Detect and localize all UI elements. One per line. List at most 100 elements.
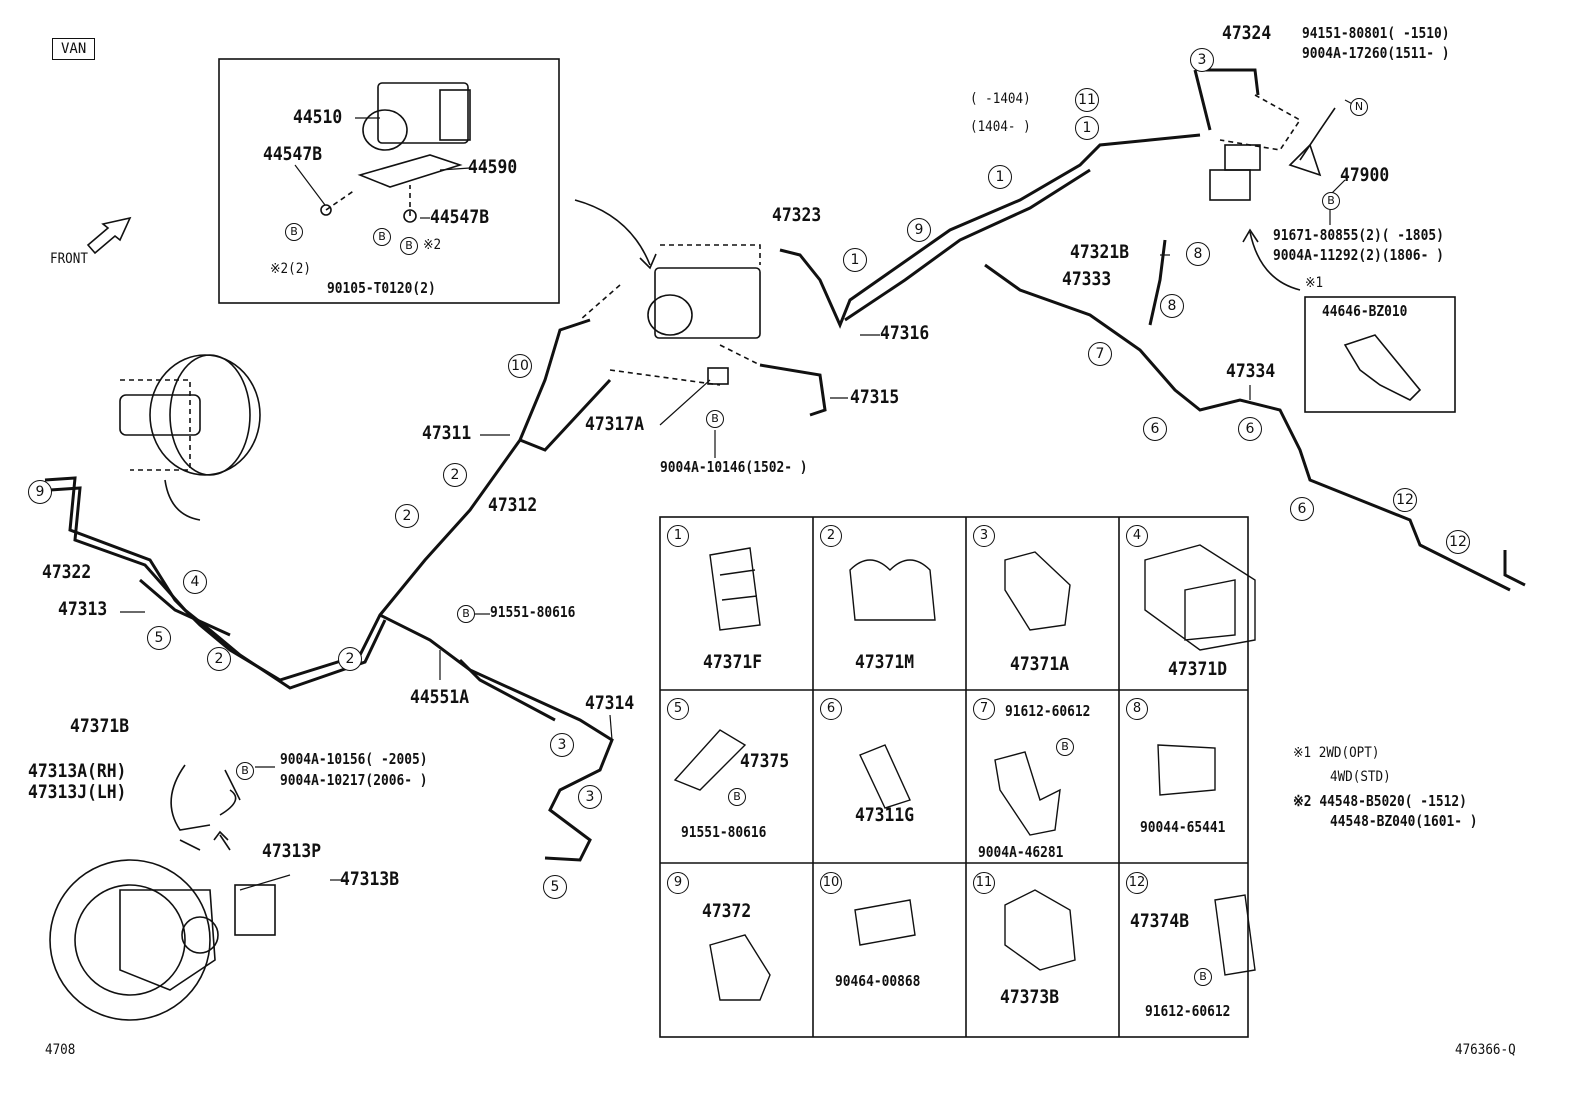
callout-9: 9 [28,480,52,504]
grid-num-11: 11 [973,872,995,894]
grid-num-3: 3 [973,525,995,547]
grid-num-5: 5 [667,698,689,720]
grid-part-91551-80616: 91551-80616 [681,823,767,841]
part-47324: 47324 [1222,22,1272,44]
callout-2: 2 [338,647,362,671]
callout-12: 12 [1393,488,1417,512]
variant-tag: VAN [52,38,96,60]
callout-2: 2 [207,647,231,671]
note-x1: ※1 [1305,275,1324,291]
abs-actuator-main [579,244,761,386]
rear-junction-47900 [1209,94,1336,201]
front-label: FRONT [50,251,88,267]
grid-part-90044-65441: 90044-65441 [1140,818,1226,836]
grid-num-8: 8 [1126,698,1148,720]
part-9004a-17260: 9004A-17260(1511- ) [1302,44,1450,62]
callout-12: 12 [1446,530,1470,554]
callout-4: 4 [183,570,207,594]
grid-part-47373b: 47373B [1000,986,1060,1008]
part-44510: 44510 [293,106,343,128]
callout-8: 8 [1160,294,1184,318]
footer-left-code: 4708 [45,1042,76,1058]
bolt-mark: B [400,237,418,255]
callout-3: 3 [1190,48,1214,72]
part-44551a: 44551A [410,686,470,708]
bolt-mark: B [706,410,724,428]
callout-2: 2 [395,504,419,528]
part-47900: 47900 [1340,164,1390,186]
part-47311: 47311 [422,422,472,444]
callout-1: 1 [843,248,867,272]
part-9004a-10146: 9004A-10146(1502- ) [660,458,808,476]
range-1404-a: ( -1404) [970,91,1031,107]
note-x1-2wd: ※1 2WD(OPT) [1293,745,1380,761]
callout-11: 11 [1075,88,1099,112]
abs-actuator-inset [320,82,471,223]
part-47321b: 47321B [1070,241,1130,263]
callout-6: 6 [1238,417,1262,441]
bolt-mark: B [285,223,303,241]
grid-num-7: 7 [973,698,995,720]
note-x2: ※2 [423,237,442,253]
grid-part-90464-00868: 90464-00868 [835,972,921,990]
front-arrow [86,216,132,255]
abs-inset-frame [218,58,560,304]
grid-part-47371a: 47371A [1010,653,1070,675]
part-44590: 44590 [468,156,518,178]
grid-part-47311g: 47311G [855,804,915,826]
callout-9: 9 [907,218,931,242]
callout-5: 5 [543,875,567,899]
grid-part-47371m: 47371M [855,651,915,673]
bolt-mark: B [236,762,254,780]
part-47322: 47322 [42,561,92,583]
callout-10: 10 [508,354,532,378]
callout-8: 8 [1186,242,1210,266]
bolt-mark: B [728,788,746,806]
callout-6: 6 [1143,417,1167,441]
range-1404-b: (1404- ) [970,119,1031,135]
callout-1: 1 [1075,116,1099,140]
part-47323: 47323 [772,204,822,226]
grid-part-47372: 47372 [702,900,752,922]
callout-3: 3 [578,785,602,809]
grid-part-91612-60612-b: 91612-60612 [1145,1002,1231,1020]
grid-part-47371d: 47371D [1168,658,1228,680]
grid-part-47371f: 47371F [703,651,763,673]
grid-num-4: 4 [1126,525,1148,547]
leader-lines [120,99,1361,891]
caliper-hub [49,764,276,1021]
bolt-mark: B [457,605,475,623]
grid-part-9004a-46281: 9004A-46281 [978,843,1064,861]
bracket-44646 [1343,334,1422,401]
part-47312: 47312 [488,494,538,516]
callout-5: 5 [147,626,171,650]
part-47313j-lh: 47313J(LH) [28,781,127,803]
part-47317a: 47317A [585,413,645,435]
part-9004a-10217: 9004A-10217(2006- ) [280,771,428,789]
callout-6: 6 [1290,497,1314,521]
callout-3: 3 [550,733,574,757]
bolt-mark: B [373,228,391,246]
pointer-arrow [574,199,651,266]
part-47313p: 47313P [262,840,322,862]
part-90105: 90105-T0120(2) [327,279,436,297]
clip-sketches [673,544,1256,1001]
part-47333: 47333 [1062,268,1112,290]
grid-num-12: 12 [1126,872,1148,894]
grid-num-1: 1 [667,525,689,547]
note-x2-qty: ※2(2) [270,261,311,277]
part-44547b-right: 44547B [430,206,490,228]
brake-lines [44,68,1526,862]
note-x1-4wd: 4WD(STD) [1330,769,1391,785]
part-44646: 44646-BZ010 [1322,302,1408,320]
part-47314: 47314 [585,692,635,714]
grid-part-47374b: 47374B [1130,910,1190,932]
part-47371b: 47371B [70,715,130,737]
grid-part-91612-60612-a: 91612-60612 [1005,702,1091,720]
grid-num-10: 10 [820,872,842,894]
part-47334: 47334 [1226,360,1276,382]
callout-1: 1 [988,165,1012,189]
bolt-mark: B [1056,738,1074,756]
